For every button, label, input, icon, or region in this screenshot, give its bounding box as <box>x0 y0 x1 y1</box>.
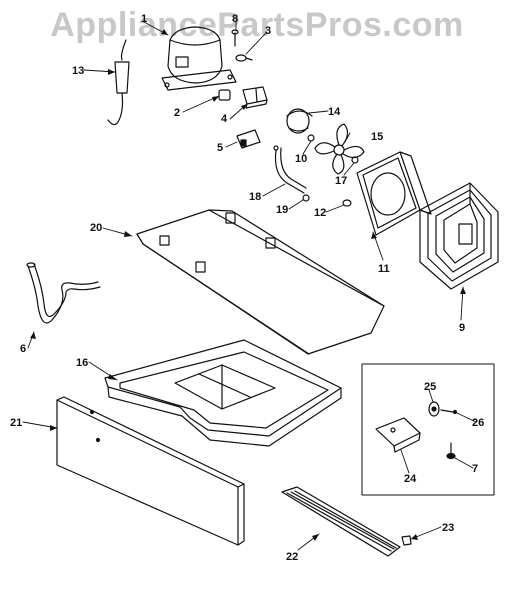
label-part-5: 5 <box>217 142 223 154</box>
label-part-21: 21 <box>10 417 22 429</box>
front-panel-part-21 <box>56 396 245 546</box>
label-part-9: 9 <box>459 322 465 334</box>
label-part-22: 22 <box>286 551 298 563</box>
grommet-part-2 <box>218 89 231 101</box>
label-part-15: 15 <box>371 131 383 143</box>
label-part-1: 1 <box>141 13 147 25</box>
label-part-10: 10 <box>295 153 307 165</box>
clip-part-3 <box>235 54 253 62</box>
label-part-25: 25 <box>424 381 436 393</box>
label-part-11: 11 <box>378 263 390 275</box>
drain-pan-part-16 <box>104 339 342 447</box>
label-part-8: 8 <box>232 13 238 25</box>
inset-box <box>361 363 495 496</box>
part-labels: 1 8 3 13 2 4 5 14 10 15 17 18 19 12 20 1… <box>10 13 484 563</box>
label-part-12: 12 <box>314 207 326 219</box>
screw-part-26 <box>440 409 458 415</box>
label-part-20: 20 <box>90 222 102 234</box>
control-housing-part-24 <box>375 417 421 453</box>
label-part-7: 7 <box>472 463 478 475</box>
bracket-part-18 <box>273 145 307 194</box>
fan-blade-part-15 <box>314 123 365 175</box>
clip-part-23 <box>401 535 412 546</box>
label-part-19: 19 <box>276 204 288 216</box>
toe-grille-part-22 <box>281 486 401 557</box>
grommet-part-12 <box>342 199 352 207</box>
condenser-coil-part-9 <box>419 182 499 290</box>
washer-part-10 <box>307 134 315 142</box>
label-part-23: 23 <box>442 522 454 534</box>
relay-part-4 <box>242 86 268 109</box>
label-part-4: 4 <box>221 113 228 125</box>
screw-part-8 <box>231 29 239 47</box>
label-part-17: 17 <box>335 175 347 187</box>
sensor-part-7 <box>446 442 456 460</box>
thermostat-knob-part-25 <box>428 401 440 417</box>
screw-part-19 <box>302 194 310 202</box>
fan-motor-part-14 <box>286 108 313 134</box>
label-part-26: 26 <box>472 417 484 429</box>
leader-lines <box>22 21 477 551</box>
arrowheads <box>30 29 466 541</box>
label-part-2: 2 <box>174 107 180 119</box>
label-part-6: 6 <box>20 343 26 355</box>
start-device-part-5 <box>236 129 261 149</box>
watermark-text: AppliancePartsPros.com <box>50 6 464 44</box>
drain-hose-part-6 <box>26 262 101 324</box>
label-part-13: 13 <box>72 65 84 77</box>
nut-part-17 <box>351 156 359 164</box>
base-pan-part-20 <box>136 209 385 355</box>
filter-drier <box>107 39 130 126</box>
compressor <box>161 26 237 91</box>
label-part-14: 14 <box>328 106 341 118</box>
label-part-24: 24 <box>404 473 417 485</box>
label-part-16: 16 <box>76 357 88 369</box>
label-part-3: 3 <box>265 25 271 37</box>
label-part-18: 18 <box>249 191 261 203</box>
